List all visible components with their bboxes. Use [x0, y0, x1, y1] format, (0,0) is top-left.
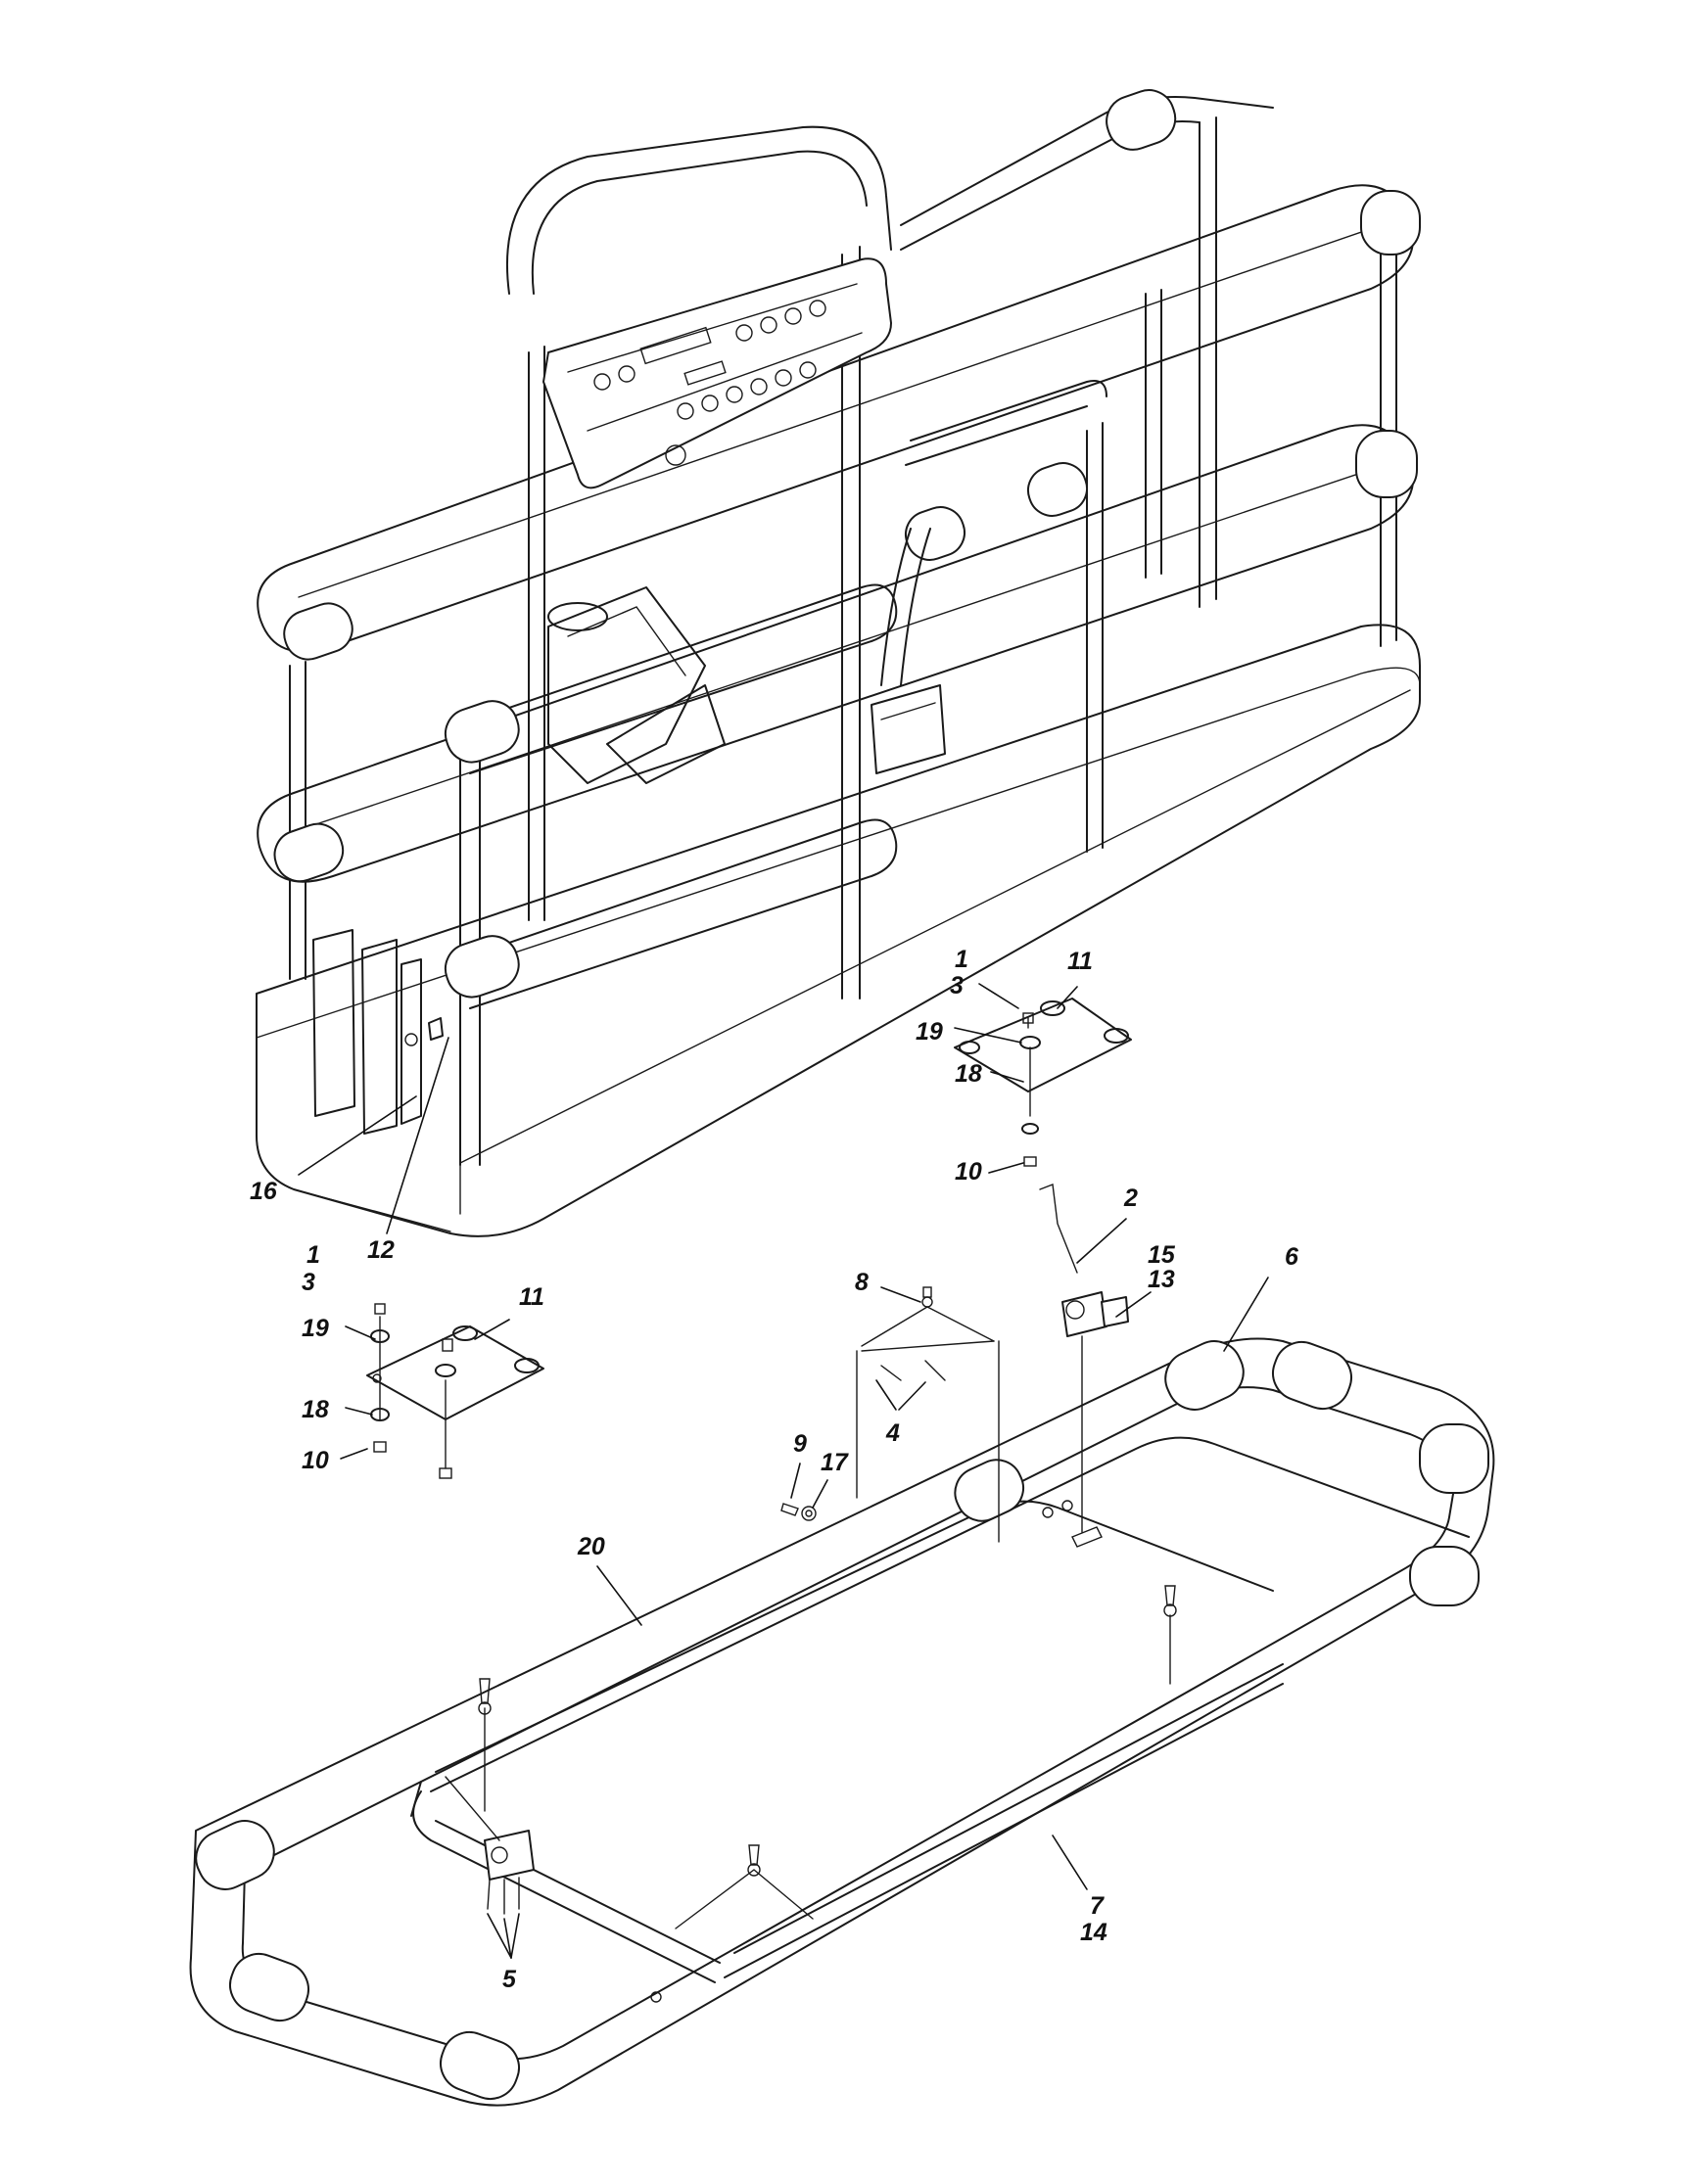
callout-6: 6	[1285, 1243, 1299, 1271]
callout-1-lower: 1	[306, 1241, 320, 1269]
callout-12: 12	[367, 1236, 395, 1264]
callout-3-upper: 3	[950, 972, 964, 999]
mount-plate-lower	[366, 1303, 544, 1479]
callout-20: 20	[577, 1533, 605, 1560]
limit-switch	[1039, 1184, 1129, 1533]
leader-lines	[298, 983, 1269, 1959]
callout-16: 16	[250, 1178, 278, 1205]
callout-19-lower: 19	[302, 1315, 329, 1342]
callout-1-upper: 1	[955, 946, 968, 973]
callout-3-lower: 3	[302, 1269, 315, 1296]
lower-rail-frame	[189, 1337, 1495, 2107]
callout-18-lower: 18	[302, 1396, 329, 1423]
callout-2: 2	[1123, 1185, 1138, 1212]
switch-bracket	[856, 1286, 1000, 1543]
callout-9: 9	[793, 1430, 807, 1458]
console-switches	[593, 300, 826, 466]
callout-10-lower: 10	[302, 1447, 329, 1474]
callout-7: 7	[1090, 1892, 1105, 1920]
callout-11-lower: 11	[519, 1283, 544, 1311]
bolt-washer	[780, 1503, 817, 1521]
callout-14: 14	[1080, 1919, 1107, 1946]
callout-18-upper: 18	[955, 1060, 982, 1088]
callout-10-upper: 10	[955, 1158, 982, 1185]
callout-11-upper: 11	[1067, 948, 1093, 975]
callout-19-upper: 19	[916, 1018, 943, 1046]
callout-8: 8	[855, 1269, 869, 1296]
callout-17: 17	[821, 1449, 849, 1476]
callout-4: 4	[885, 1419, 900, 1447]
callout-labels: 1 3 11 19 18 10 16 12 2 15 13 6 8 4 1 3 …	[250, 946, 1299, 1993]
control-console	[505, 125, 892, 489]
platform-basket	[256, 89, 1421, 1237]
callout-5: 5	[502, 1966, 517, 1993]
callout-15: 15	[1148, 1241, 1176, 1269]
mount-plate-upper	[954, 998, 1132, 1167]
callout-13: 13	[1148, 1266, 1175, 1293]
